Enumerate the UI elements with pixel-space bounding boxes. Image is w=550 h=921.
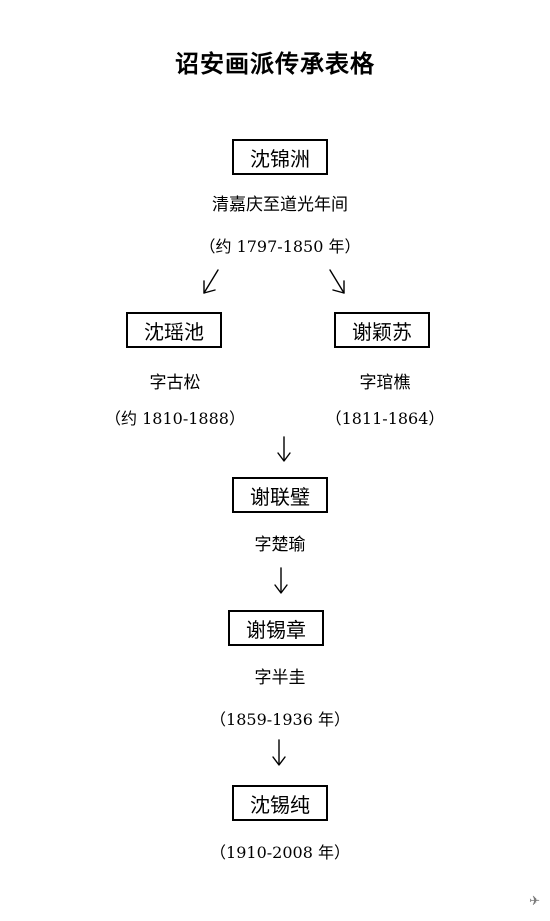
page-title: 诏安画派传承表格	[175, 50, 375, 78]
node-shen-jinzhou: 沈锦洲	[232, 139, 328, 175]
watermark-logo: ✈	[529, 894, 540, 909]
node-shen-jinzhou-era: 清嘉庆至道光年间	[212, 195, 348, 215]
node-shen-xichun-dates: （1910-2008 年）	[210, 843, 350, 862]
arrow-to-shen-yaochi	[203, 269, 219, 294]
node-xie-lianbi: 谢联璧	[232, 477, 328, 513]
node-shen-yaochi: 沈瑶池	[126, 312, 222, 348]
arrow-to-xie-yingsu	[329, 269, 345, 294]
node-shen-jinzhou-dates: （约 1797-1850 年）	[199, 237, 361, 256]
arrow-to-xie-xizhang	[274, 567, 288, 594]
node-xie-xizhang: 谢锡章	[228, 610, 324, 646]
node-xie-yingsu-dates: （1811-1864）	[325, 409, 445, 428]
node-shen-yaochi-dates: （约 1810-1888）	[105, 409, 245, 428]
node-xie-xizhang-courtesy: 字半圭	[254, 668, 306, 688]
node-shen-yaochi-courtesy: 字古松	[149, 373, 201, 393]
node-xie-lianbi-courtesy: 字楚瑜	[254, 535, 306, 555]
node-xie-xizhang-dates: （1859-1936 年）	[210, 710, 350, 729]
node-xie-yingsu: 谢颖苏	[334, 312, 430, 348]
node-shen-xichun: 沈锡纯	[232, 785, 328, 821]
arrow-to-xie-lianbi	[277, 436, 291, 462]
node-xie-yingsu-courtesy: 字琯樵	[359, 373, 411, 393]
arrow-to-shen-xichun	[272, 739, 286, 766]
